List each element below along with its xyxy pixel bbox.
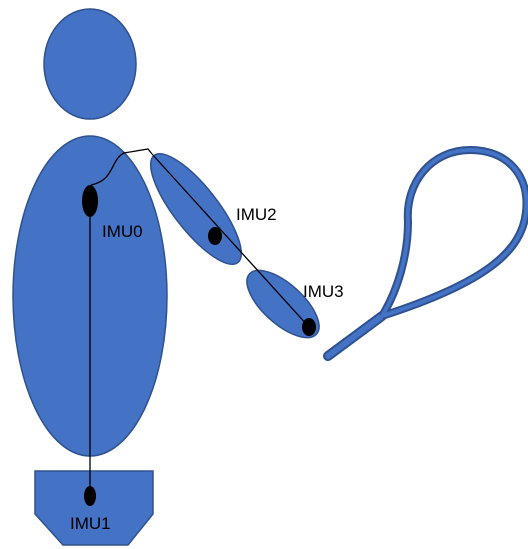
- imu1-label: IMU1: [70, 514, 111, 533]
- racket-head-outline: [378, 146, 528, 320]
- imu0-sensor: [82, 185, 98, 217]
- forearm: [246, 269, 320, 339]
- racket-handle: [325, 313, 385, 359]
- imu1-sensor: [84, 486, 96, 506]
- imu3-sensor: [302, 318, 316, 336]
- imu2-label: IMU2: [236, 205, 277, 224]
- imu0-label: IMU0: [102, 222, 143, 241]
- imu3-label: IMU3: [303, 282, 344, 301]
- racket-head: [380, 148, 528, 318]
- wire-shoulder-forearm: [151, 153, 310, 328]
- wire-torso-shoulder: [90, 148, 153, 186]
- head: [43, 8, 137, 120]
- imu2-sensor: [208, 227, 222, 245]
- hip: [34, 470, 154, 546]
